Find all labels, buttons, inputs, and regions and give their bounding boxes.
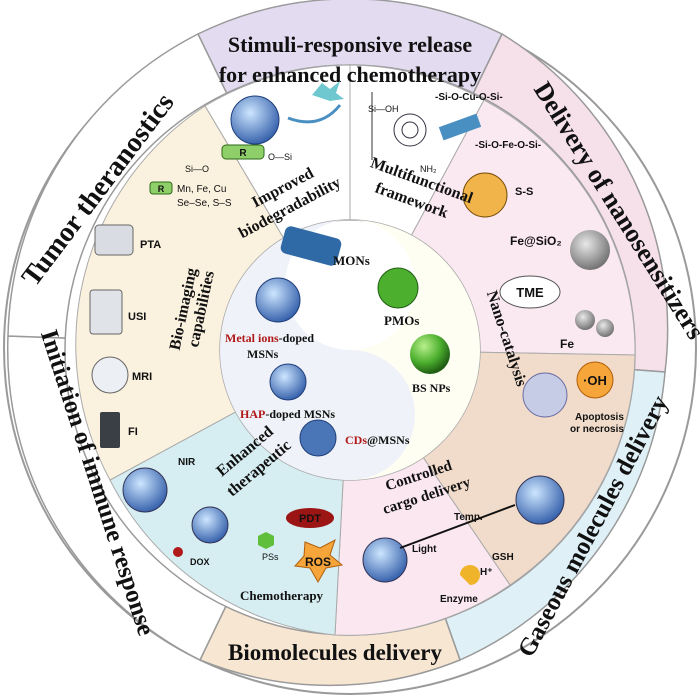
usi-label: USI xyxy=(128,311,146,323)
hap-msn-icon xyxy=(269,363,307,401)
fe-particle-icon-2 xyxy=(596,319,614,337)
tme-bubble-icon xyxy=(499,275,561,309)
ros-burst-icon xyxy=(293,538,344,584)
tme-label: TME xyxy=(516,285,544,300)
metal-msns-label: MSNs xyxy=(247,347,279,361)
pdt-badge-icon xyxy=(286,508,334,528)
nh2-label: NH₂ xyxy=(420,164,437,174)
cds-label: CDs@MSNs xyxy=(345,433,410,447)
apoptosis-label: Apoptosis xyxy=(575,412,624,423)
usi-device-icon xyxy=(89,289,123,335)
pmos-label: PMOs xyxy=(384,313,419,328)
doped-sphere-icon xyxy=(462,172,508,218)
fe-bond: -Si-O-Fe-O-Si- xyxy=(475,140,541,151)
metal-label: Metal ions-doped xyxy=(225,331,314,345)
pss-label: PSs xyxy=(262,552,279,562)
ring-framework-inner-icon xyxy=(401,121,419,139)
fe-particle-icon xyxy=(575,310,595,330)
released-carrier-icon xyxy=(515,475,565,525)
fesio2-label: Fe@SiO₂ xyxy=(510,234,562,248)
outer-top-line2: for enhanced chemotherapy xyxy=(219,62,481,87)
light-label: Light xyxy=(412,544,437,555)
enzyme-label: Enzyme xyxy=(440,594,478,605)
necrosis-label: or necrosis xyxy=(570,424,624,435)
si-oh-label: Si—OH xyxy=(368,104,399,114)
fe-label: Fe xyxy=(560,337,574,351)
bsnps-label: BS NPs xyxy=(412,381,451,395)
cargo-carrier-icon xyxy=(362,537,408,583)
mri-label: MRI xyxy=(132,371,152,383)
cu-bond: -Si-O-Cu-O-Si- xyxy=(435,92,503,103)
pmos-particle-icon xyxy=(377,267,419,309)
outer-top-line1: Stimuli-responsive release xyxy=(228,32,472,57)
dox-label: DOX xyxy=(190,557,210,567)
gsh-label: GSH xyxy=(492,552,514,563)
fi-label: FI xyxy=(128,426,138,438)
hap-label: HAP-doped MSNs xyxy=(240,407,335,421)
r-label: R xyxy=(239,148,247,159)
degrade-arrow-icon xyxy=(287,104,342,124)
mons-label: MONs xyxy=(333,253,370,268)
enzyme-icon xyxy=(460,565,480,585)
pdt-label: PDT xyxy=(299,513,321,525)
drug-particle-icon xyxy=(191,506,229,544)
pss-hexagon-icon xyxy=(258,532,274,549)
dox-dot-icon xyxy=(173,547,183,557)
oh-burst-icon xyxy=(576,361,614,399)
chemo-label: Chemotherapy xyxy=(240,588,324,603)
si-o-label: Si—O xyxy=(185,164,209,174)
r-bonds: Se–Se, S–S xyxy=(177,198,232,209)
core-panel: MONs PMOs BS NPs Metal ions-doped MSNs H… xyxy=(225,226,451,457)
fi-device-icon xyxy=(100,412,120,448)
mesoporous-sphere-icon xyxy=(230,95,280,145)
metal-msn-icon xyxy=(255,277,301,323)
r-metals: Mn, Fe, Cu xyxy=(177,184,226,195)
outer-bottom: Biomolecules delivery xyxy=(228,640,442,665)
temp-label: Temp. xyxy=(454,512,483,523)
ss-label: S-S xyxy=(515,186,533,198)
release-arrow-icon xyxy=(399,504,516,549)
r-linker-icon xyxy=(221,144,265,160)
nir-label: NIR xyxy=(178,457,196,468)
mons-particle-icon xyxy=(280,226,342,266)
cell-icon xyxy=(522,372,568,418)
tube-framework-icon xyxy=(438,113,482,141)
ring-framework-icon xyxy=(393,113,427,147)
r-legend-box-icon xyxy=(149,181,173,195)
mri-device-icon xyxy=(91,356,129,394)
pta-device-icon xyxy=(94,224,134,256)
h-label: H⁺ xyxy=(480,567,493,578)
cds-msn-icon xyxy=(299,419,337,457)
nir-particle-icon xyxy=(122,467,168,513)
r-legend-label: R xyxy=(158,184,165,194)
fesio2-sphere-icon xyxy=(570,230,610,270)
oh-label: ·OH xyxy=(583,373,607,388)
pta-label: PTA xyxy=(140,239,161,251)
o-si-label: O—Si xyxy=(268,152,292,162)
fragments-icon xyxy=(312,81,344,101)
bsnps-sphere-icon xyxy=(410,334,450,374)
ros-label: ROS xyxy=(305,555,331,569)
